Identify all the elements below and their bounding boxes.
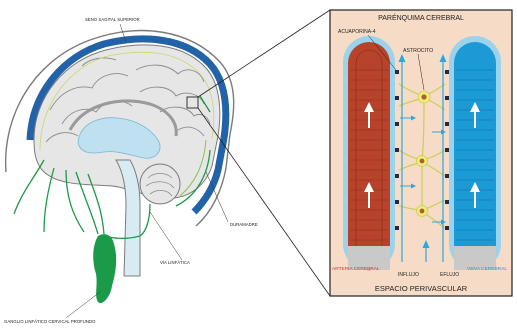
label-aquaporin: ACUAPORINA-4 — [338, 29, 376, 35]
zoom-connector-top — [198, 10, 330, 97]
label-astrocyte: ASTROCITO — [403, 48, 433, 54]
panel-title: PARÉNQUIMA CEREBRAL — [378, 13, 464, 22]
cerebral-artery — [348, 42, 390, 270]
label-perivascular-space: ESPACIO PERIVASCULAR — [375, 284, 468, 293]
head-illustration — [6, 31, 234, 303]
cerebellum — [140, 164, 180, 204]
label-dura-mater: DURAMADRE — [230, 222, 258, 227]
label-deep-cervical-node: GANGLIO LINFÁTICO CERVICAL PROFUNDO — [4, 319, 96, 324]
cervical-lymph-node — [93, 234, 116, 303]
cerebral-vein — [454, 42, 496, 270]
label-vein: VENA CEREBRAL — [467, 266, 507, 272]
label-efflux: EFLUJO — [440, 272, 459, 278]
label-lymphatic-vessel: VÍA LINFÁTICA — [160, 260, 190, 265]
label-superior-sagittal-sinus: SENO SAGITAL SUPERIOR — [85, 17, 140, 22]
label-artery: ARTERIA CEREBRAL — [332, 266, 380, 272]
perivascular-panel: PARÉNQUIMA CEREBRAL ACUAPORINA-4 ASTROCI… — [330, 10, 512, 296]
label-influx: INFLUJO — [398, 272, 419, 278]
zoom-connector-bottom — [198, 108, 330, 296]
